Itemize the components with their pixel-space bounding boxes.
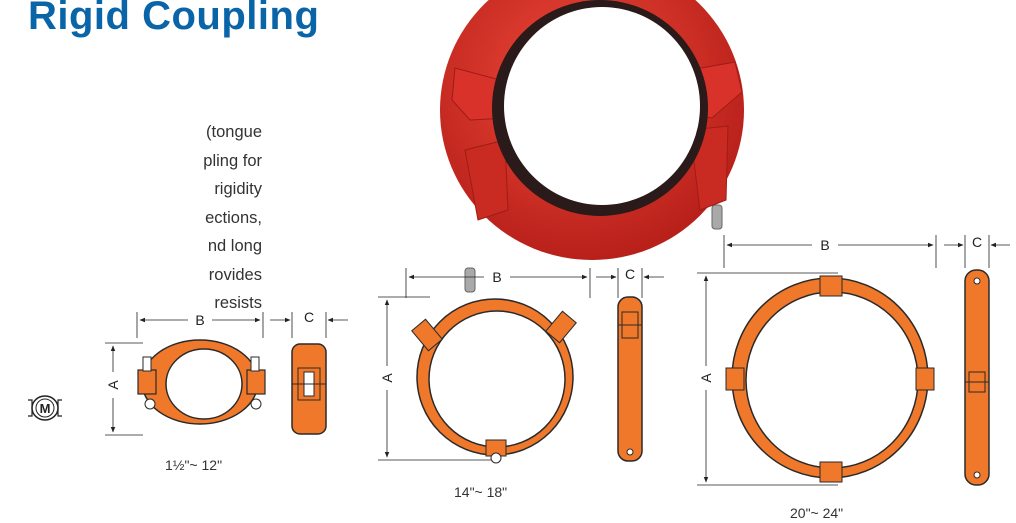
small-coupling-drawing bbox=[105, 312, 348, 436]
dim-a-medium: A bbox=[379, 373, 395, 383]
size-label-large: 20"~ 24" bbox=[790, 505, 844, 521]
description-line: nd long bbox=[207, 237, 262, 255]
description-text: (tongue pling for rigidity ections, nd l… bbox=[0, 118, 262, 318]
description-line: (tongue bbox=[206, 123, 262, 141]
dim-c-medium: C bbox=[625, 266, 635, 282]
description-line: ections, bbox=[205, 208, 262, 227]
dim-c-small: C bbox=[304, 309, 314, 325]
large-coupling-drawing bbox=[697, 235, 1010, 486]
medium-coupling-drawing bbox=[378, 268, 664, 464]
m-logo-icon: M bbox=[28, 395, 62, 421]
description-line: resists bbox=[214, 294, 262, 312]
dim-a-large: A bbox=[698, 373, 714, 383]
size-label-medium: 14"~ 18" bbox=[454, 484, 508, 500]
logo-letter: M bbox=[40, 401, 51, 416]
dim-b-large: B bbox=[820, 237, 829, 253]
coupling-photo bbox=[440, 0, 744, 293]
description-line: pling for bbox=[203, 151, 262, 170]
description-line: rovides bbox=[208, 265, 262, 284]
dim-a-small: A bbox=[105, 380, 121, 390]
dim-b-small: B bbox=[195, 312, 204, 328]
dim-c-large: C bbox=[972, 234, 982, 250]
description-line: rigidity bbox=[214, 180, 262, 198]
page-title: Rigid Coupling bbox=[28, 0, 320, 38]
size-label-small: 1½"~ 12" bbox=[165, 457, 223, 473]
dim-b-medium: B bbox=[492, 269, 501, 285]
